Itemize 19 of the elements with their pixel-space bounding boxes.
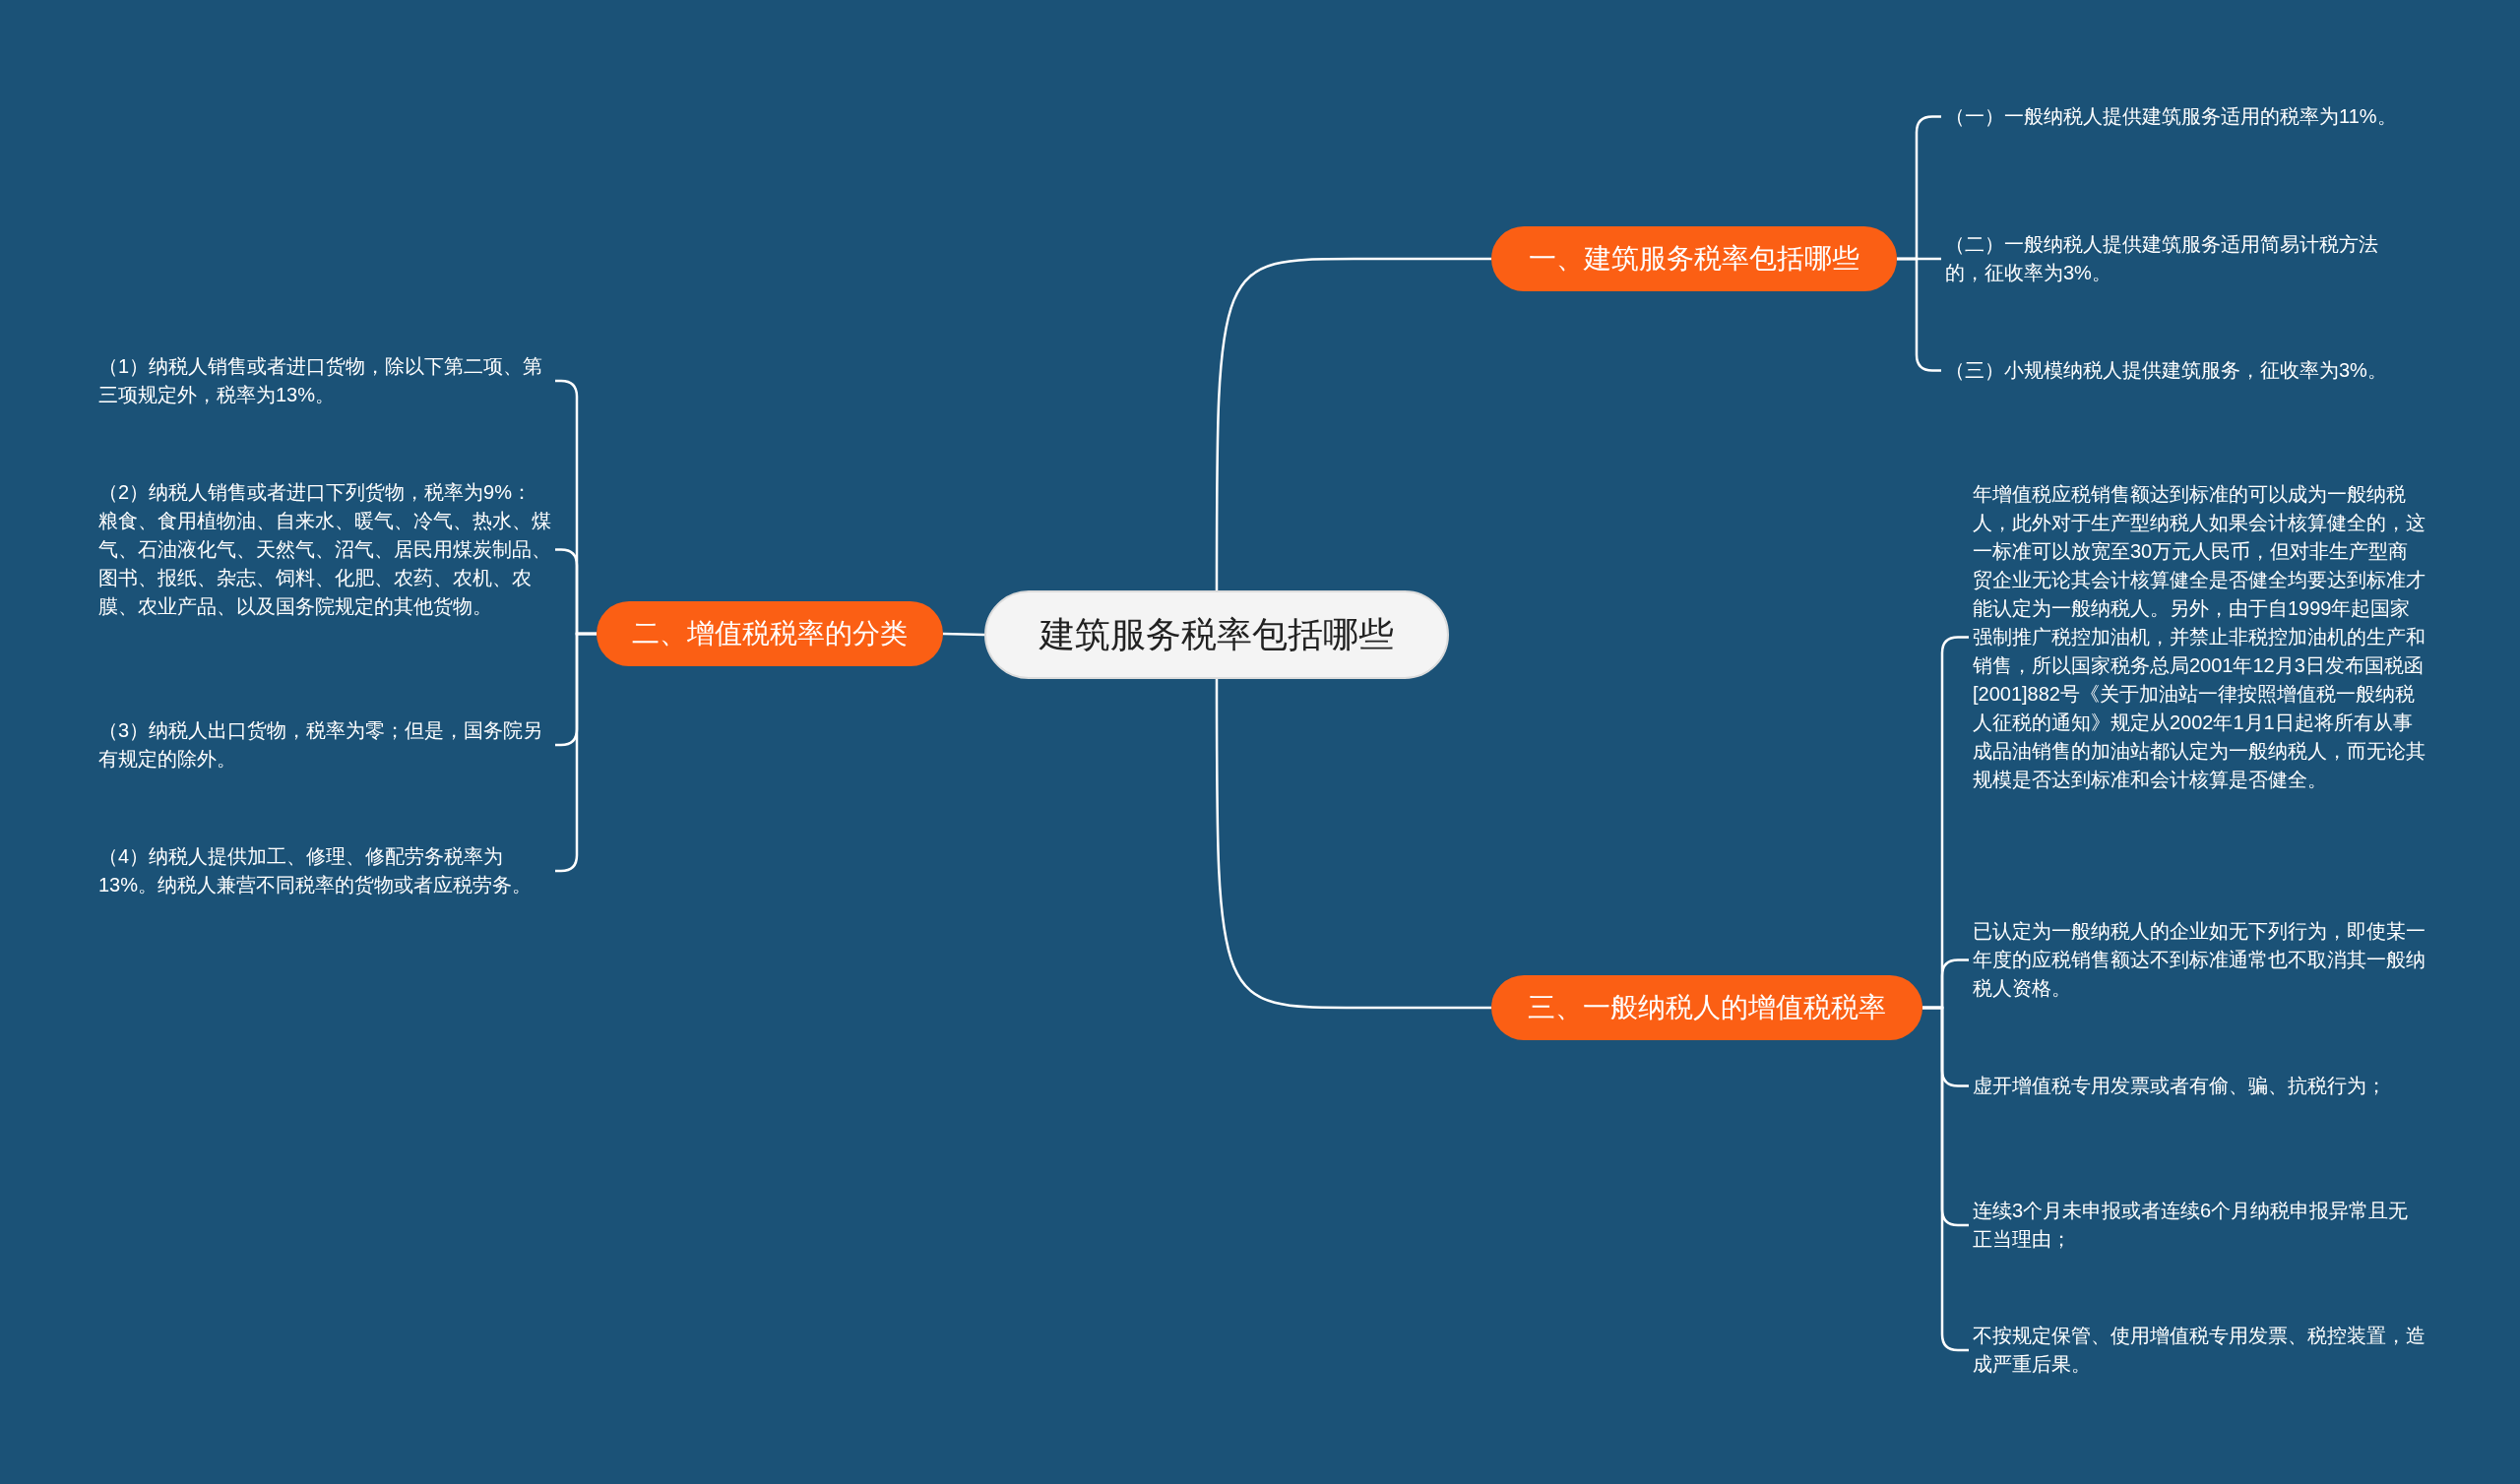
connector-line bbox=[1215, 257, 1491, 590]
topic-text: （1）纳税人销售或者进口货物，除以下第二项、第三项规定外，税率为13%。 bbox=[98, 352, 551, 409]
root-topic: 建筑服务税率包括哪些 bbox=[984, 590, 1449, 679]
branch-topic: 三、一般纳税人的增值税税率 bbox=[1491, 975, 1922, 1040]
topic-text: （三）小规模纳税人提供建筑服务，征收率为3%。 bbox=[1945, 356, 2408, 385]
connector-line bbox=[942, 632, 985, 637]
branch-topic: 一、建筑服务税率包括哪些 bbox=[1491, 226, 1897, 291]
topic-text: 不按规定保管、使用增值税专用发票、税控装置，造成严重后果。 bbox=[1973, 1322, 2427, 1379]
connector-line bbox=[1215, 679, 1491, 1010]
branch-topic: 二、增值税税率的分类 bbox=[597, 601, 943, 666]
topic-text: （二）一般纳税人提供建筑服务适用简易计税方法的，征收率为3%。 bbox=[1945, 230, 2408, 287]
topic-text: 连续3个月未申报或者连续6个月纳税申报异常且无正当理由； bbox=[1973, 1197, 2427, 1254]
topic-text: （4）纳税人提供加工、修理、修配劳务税率为13%。纳税人兼营不同税率的货物或者应税劳务。 bbox=[98, 842, 551, 899]
topic-text: （3）纳税人出口货物，税率为零；但是，国务院另有规定的除外。 bbox=[98, 716, 551, 773]
topic-text: 年增值税应税销售额达到标准的可以成为一般纳税人，此外对于生产型纳税人如果会计核算健全的，这一标准可以放宽至30万元人民币，但对非生产型商贸企业无论其会计核算健全是否健全均要达到标准才能认定为一般纳税人。另外，由于自1999年起国家强制推广税控加油机，并禁止非税控加油机的生产和销售，所以国家税务总局2001年12月3日发布国税函[2001]882号《关于加油站一律按照增值税一般纳税人征税的通知》规定从2002年1月1日起将所有从事成品油销售的加油站都认定为一般纳税人，而无论其规模是否达到标准和会计核算是否健全。 bbox=[1973, 480, 2427, 794]
topic-text: （一）一般纳税人提供建筑服务适用的税率为11%。 bbox=[1945, 102, 2408, 131]
topic-text: 已认定为一般纳税人的企业如无下列行为，即使某一年度的应税销售额达不到标准通常也不取消其一般纳税人资格。 bbox=[1973, 917, 2427, 1003]
topic-text: 虚开增值税专用发票或者有偷、骗、抗税行为； bbox=[1973, 1072, 2427, 1100]
topic-text: （2）纳税人销售或者进口下列货物，税率为9%：粮食、食用植物油、自来水、暖气、冷气、热水、煤气、石油液化气、天然气、沼气、居民用煤炭制品、图书、报纸、杂志、饲料、化肥、农药、农机、农膜、农业产品、以及国务院规定的其他货物。 bbox=[98, 478, 551, 621]
